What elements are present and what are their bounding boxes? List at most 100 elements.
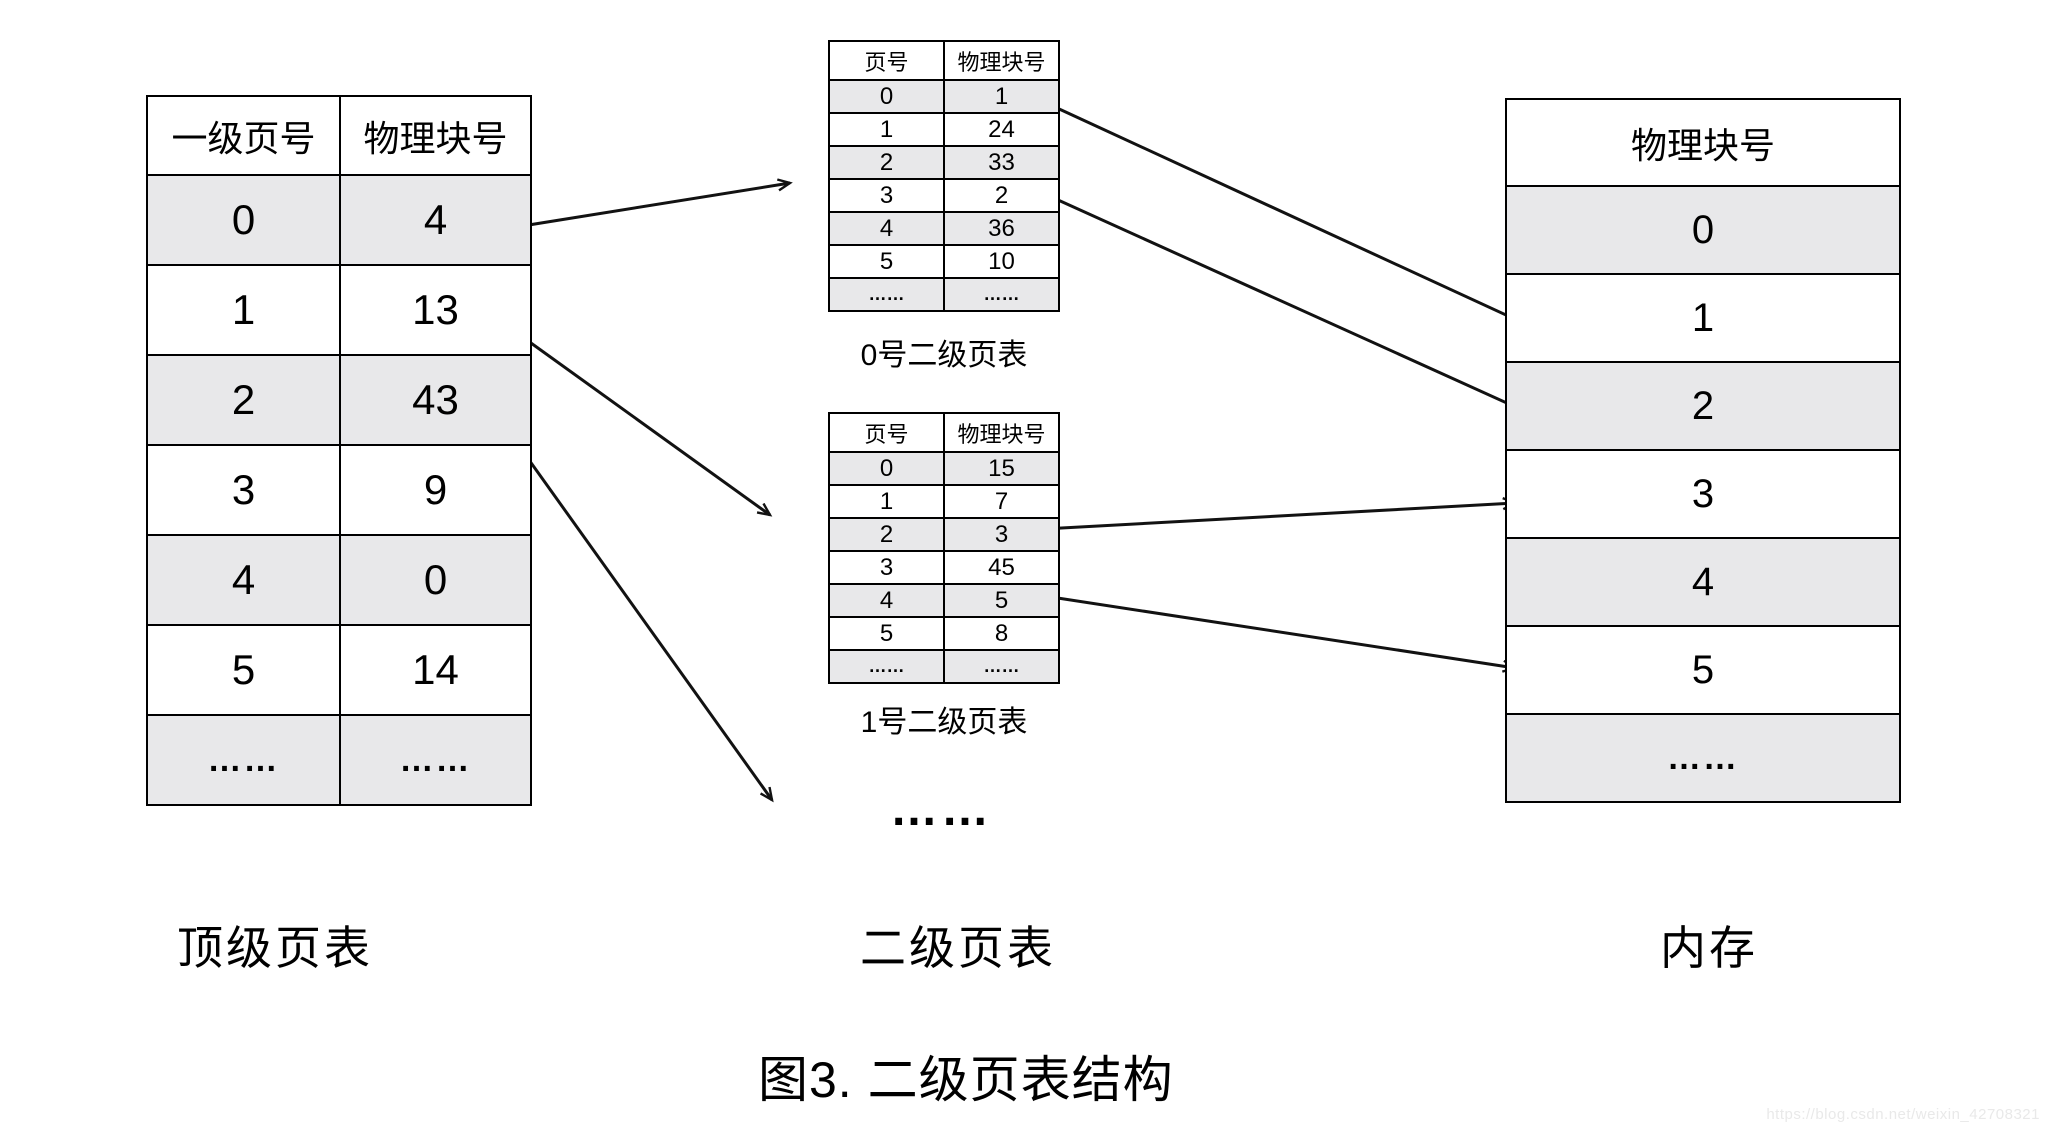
block-number-cell: 5: [943, 585, 1058, 616]
sub-table-row: 2 33: [830, 145, 1058, 178]
block-number-cell: 43: [338, 356, 530, 444]
arrow-sub-table-1-entry-4-to-memory-block-5: [1024, 591, 1515, 668]
block-number-cell: 14: [338, 626, 530, 714]
page-number-cell: 5: [231, 646, 256, 693]
arrow-top-table-entry-2-to-more-tables-ellipsis: [497, 417, 772, 800]
ellipsis-cell: ……: [207, 740, 280, 779]
sub-table-ellipsis-row: …… ……: [830, 277, 1058, 310]
sub-table-row: 2 3: [830, 517, 1058, 550]
block-number-cell: 1: [943, 81, 1058, 112]
top-table-row: 1 13: [148, 264, 530, 354]
sub-table-row: 5 10: [830, 244, 1058, 277]
ellipsis-cell: ……: [943, 651, 1058, 682]
ellipsis-cell: ……: [868, 656, 905, 676]
page-number-cell: 4: [879, 586, 894, 614]
block-number-cell: 3: [1691, 471, 1715, 516]
block-number-cell: 4: [1691, 559, 1715, 604]
page-number-cell: 4: [231, 556, 256, 603]
top-table-row: 5 14: [148, 624, 530, 714]
block-number-cell: 2: [943, 180, 1058, 211]
sub-table-0-title: 0号二级页表: [860, 339, 1028, 372]
block-number-cell: 24: [943, 114, 1058, 145]
block-number-cell: 7: [943, 486, 1058, 517]
block-number-cell: 45: [943, 552, 1058, 583]
memory-block-row: 2: [1507, 361, 1899, 449]
block-number-cell: 36: [943, 213, 1058, 244]
memory-block-row: 3: [1507, 449, 1899, 537]
ellipsis-cell: ……: [943, 279, 1058, 310]
block-number-cell: 0: [1691, 207, 1715, 252]
page-number-cell: 3: [879, 553, 894, 581]
block-number-cell: 0: [338, 536, 530, 624]
column-header-block: 物理块号: [943, 414, 1058, 451]
top-table-label: 顶级页表: [177, 922, 373, 974]
page-number-cell: 0: [231, 196, 256, 243]
top-table-row: 0 4: [148, 174, 530, 264]
memory-block-row: 1: [1507, 273, 1899, 361]
column-header-page: 页号: [864, 49, 909, 75]
top-table-row: 2 43: [148, 354, 530, 444]
arrow-sub-table-0-entry-3-to-memory-block-2: [1046, 193, 1540, 420]
sub-table-row: 4 5: [830, 583, 1058, 616]
sub-table-row: 3 45: [830, 550, 1058, 583]
page-number-cell: 1: [879, 487, 894, 515]
page-number-cell: 4: [879, 214, 894, 242]
arrow-top-table-entry-1-to-sub-table-1: [498, 318, 770, 515]
arrow-sub-table-0-entry-0-to-memory-block-1: [1056, 106, 1545, 335]
top-table-ellipsis-row: …… ……: [148, 714, 530, 804]
sub-table-ellipsis-row: …… ……: [830, 649, 1058, 682]
sub-table-row: 1 24: [830, 112, 1058, 145]
block-number-cell: 8: [943, 618, 1058, 649]
page-number-cell: 1: [879, 115, 894, 143]
memory-label: 内存: [1660, 922, 1758, 974]
page-number-cell: 2: [879, 148, 894, 176]
top-table-header-row: 一级页号 物理块号: [148, 97, 530, 174]
page-number-cell: 3: [231, 466, 256, 513]
ellipsis-cell: ……: [1667, 738, 1739, 777]
sub-table-row: 3 2: [830, 178, 1058, 211]
block-number-cell: 33: [943, 147, 1058, 178]
page-number-cell: 2: [879, 520, 894, 548]
page-number-cell: 5: [879, 619, 894, 647]
figure-caption: 图3. 二级页表结构: [758, 1052, 1174, 1108]
second-level-page-table-1: 页号 物理块号 0 15 1 7 2 3 3 45 4 5 5 8 …… ……: [828, 412, 1060, 684]
memory-ellipsis-row: ……: [1507, 713, 1899, 801]
watermark-url: https://blog.csdn.net/weixin_42708321: [1766, 1106, 2040, 1123]
sub-table-1-title: 1号二级页表: [860, 706, 1028, 739]
top-level-page-table: 一级页号 物理块号 0 4 1 13 2 43 3 9 4 0 5 14 ……: [146, 95, 532, 806]
block-number-cell: 4: [338, 176, 530, 264]
second-level-page-table-0: 页号 物理块号 0 1 1 24 2 33 3 2 4 36 5 10 …… …: [828, 40, 1060, 312]
sub-table-header-row: 页号 物理块号: [830, 414, 1058, 451]
ellipsis-cell: ……: [868, 284, 905, 304]
block-number-cell: 13: [338, 266, 530, 354]
block-number-cell: 15: [943, 453, 1058, 484]
column-header-block: 物理块号: [338, 97, 530, 174]
block-number-cell: 9: [338, 446, 530, 534]
more-tables-ellipsis: ……: [890, 783, 992, 836]
memory-block-row: 0: [1507, 185, 1899, 273]
page-number-cell: 3: [879, 181, 894, 209]
page-number-cell: 5: [879, 247, 894, 275]
page-number-cell: 2: [231, 376, 256, 423]
arrow-top-table-entry-0-to-sub-table-0: [484, 183, 790, 234]
block-number-cell: 10: [943, 246, 1058, 277]
sub-table-row: 4 36: [830, 211, 1058, 244]
sub-table-row: 1 7: [830, 484, 1058, 517]
block-number-cell: 2: [1691, 383, 1715, 428]
memory-block-row: 5: [1507, 625, 1899, 713]
block-number-cell: 1: [1691, 295, 1715, 340]
sub-table-row: 5 8: [830, 616, 1058, 649]
column-header-level1-page: 一级页号: [171, 117, 316, 159]
arrow-sub-table-1-entry-2-to-memory-block-3: [1024, 503, 1515, 532]
sub-table-row: 0 1: [830, 79, 1058, 112]
memory-header-row: 物理块号: [1507, 100, 1899, 185]
block-number-cell: 3: [943, 519, 1058, 550]
top-table-row: 3 9: [148, 444, 530, 534]
page-number-cell: 1: [231, 286, 256, 333]
sub-table-header-row: 页号 物理块号: [830, 42, 1058, 79]
memory-block-row: 4: [1507, 537, 1899, 625]
column-header-block: 物理块号: [943, 42, 1058, 79]
page-number-cell: 0: [879, 454, 894, 482]
